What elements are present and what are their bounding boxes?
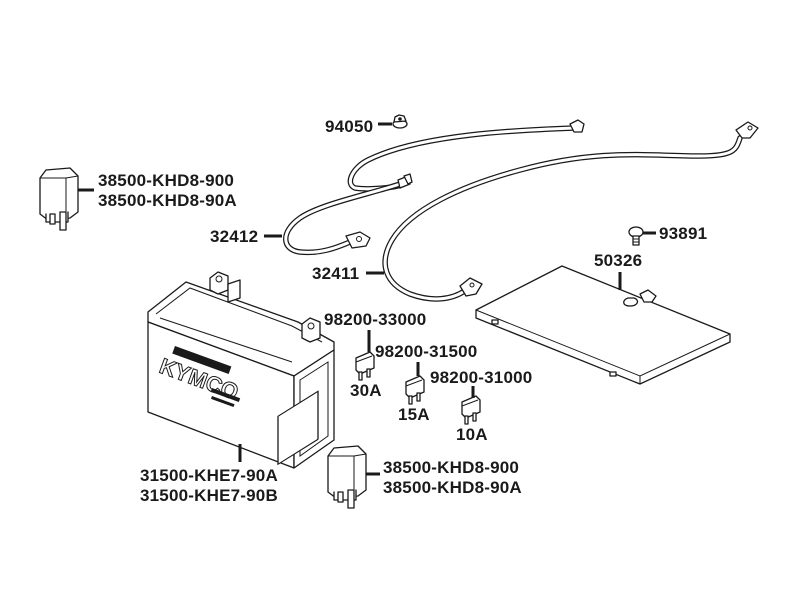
battery-icon[interactable]: KYMCO <box>147 271 335 469</box>
part-number-relay-bottom[interactable]: 38500-KHD8-900 <box>383 458 520 477</box>
part-number-cable-positive[interactable]: 32411 <box>312 264 360 283</box>
fuse-rating-15a: 15A <box>398 405 430 424</box>
part-number-screw[interactable]: 93891 <box>659 224 708 243</box>
flange-nut-icon[interactable] <box>392 114 408 129</box>
part-number-nut[interactable]: 94050 <box>325 117 374 136</box>
relay-icon[interactable] <box>327 445 367 509</box>
part-number-battery[interactable]: 31500-KHE7-90A <box>140 466 278 485</box>
fuse-rating-10a: 10A <box>456 425 488 444</box>
blade-fuse-icon[interactable] <box>405 375 425 405</box>
part-number-fuse-15a[interactable]: 98200-31500 <box>375 342 478 361</box>
part-number-battery-cover[interactable]: 50326 <box>594 251 643 270</box>
battery-cable-positive[interactable] <box>382 121 759 302</box>
blade-fuse-icon[interactable] <box>355 351 375 381</box>
blade-fuse-icon[interactable] <box>461 395 481 425</box>
relay-icon[interactable] <box>39 167 79 231</box>
part-number-relay-top-alt[interactable]: 38500-KHD8-90A <box>98 191 237 210</box>
part-number-fuse-30a[interactable]: 98200-33000 <box>324 310 427 329</box>
part-number-fuse-10a[interactable]: 98200-31000 <box>430 368 533 387</box>
battery-cable-negative[interactable] <box>283 119 585 256</box>
part-number-relay-top[interactable]: 38500-KHD8-900 <box>98 171 235 190</box>
part-number-cable-negative[interactable]: 32412 <box>210 227 259 246</box>
part-number-relay-bottom-alt[interactable]: 38500-KHD8-90A <box>383 478 522 497</box>
cover-plate-icon[interactable] <box>475 265 731 385</box>
screw-icon[interactable] <box>628 226 644 246</box>
fuse-rating-30a: 30A <box>350 381 382 400</box>
part-number-battery-alt[interactable]: 31500-KHE7-90B <box>140 486 278 505</box>
